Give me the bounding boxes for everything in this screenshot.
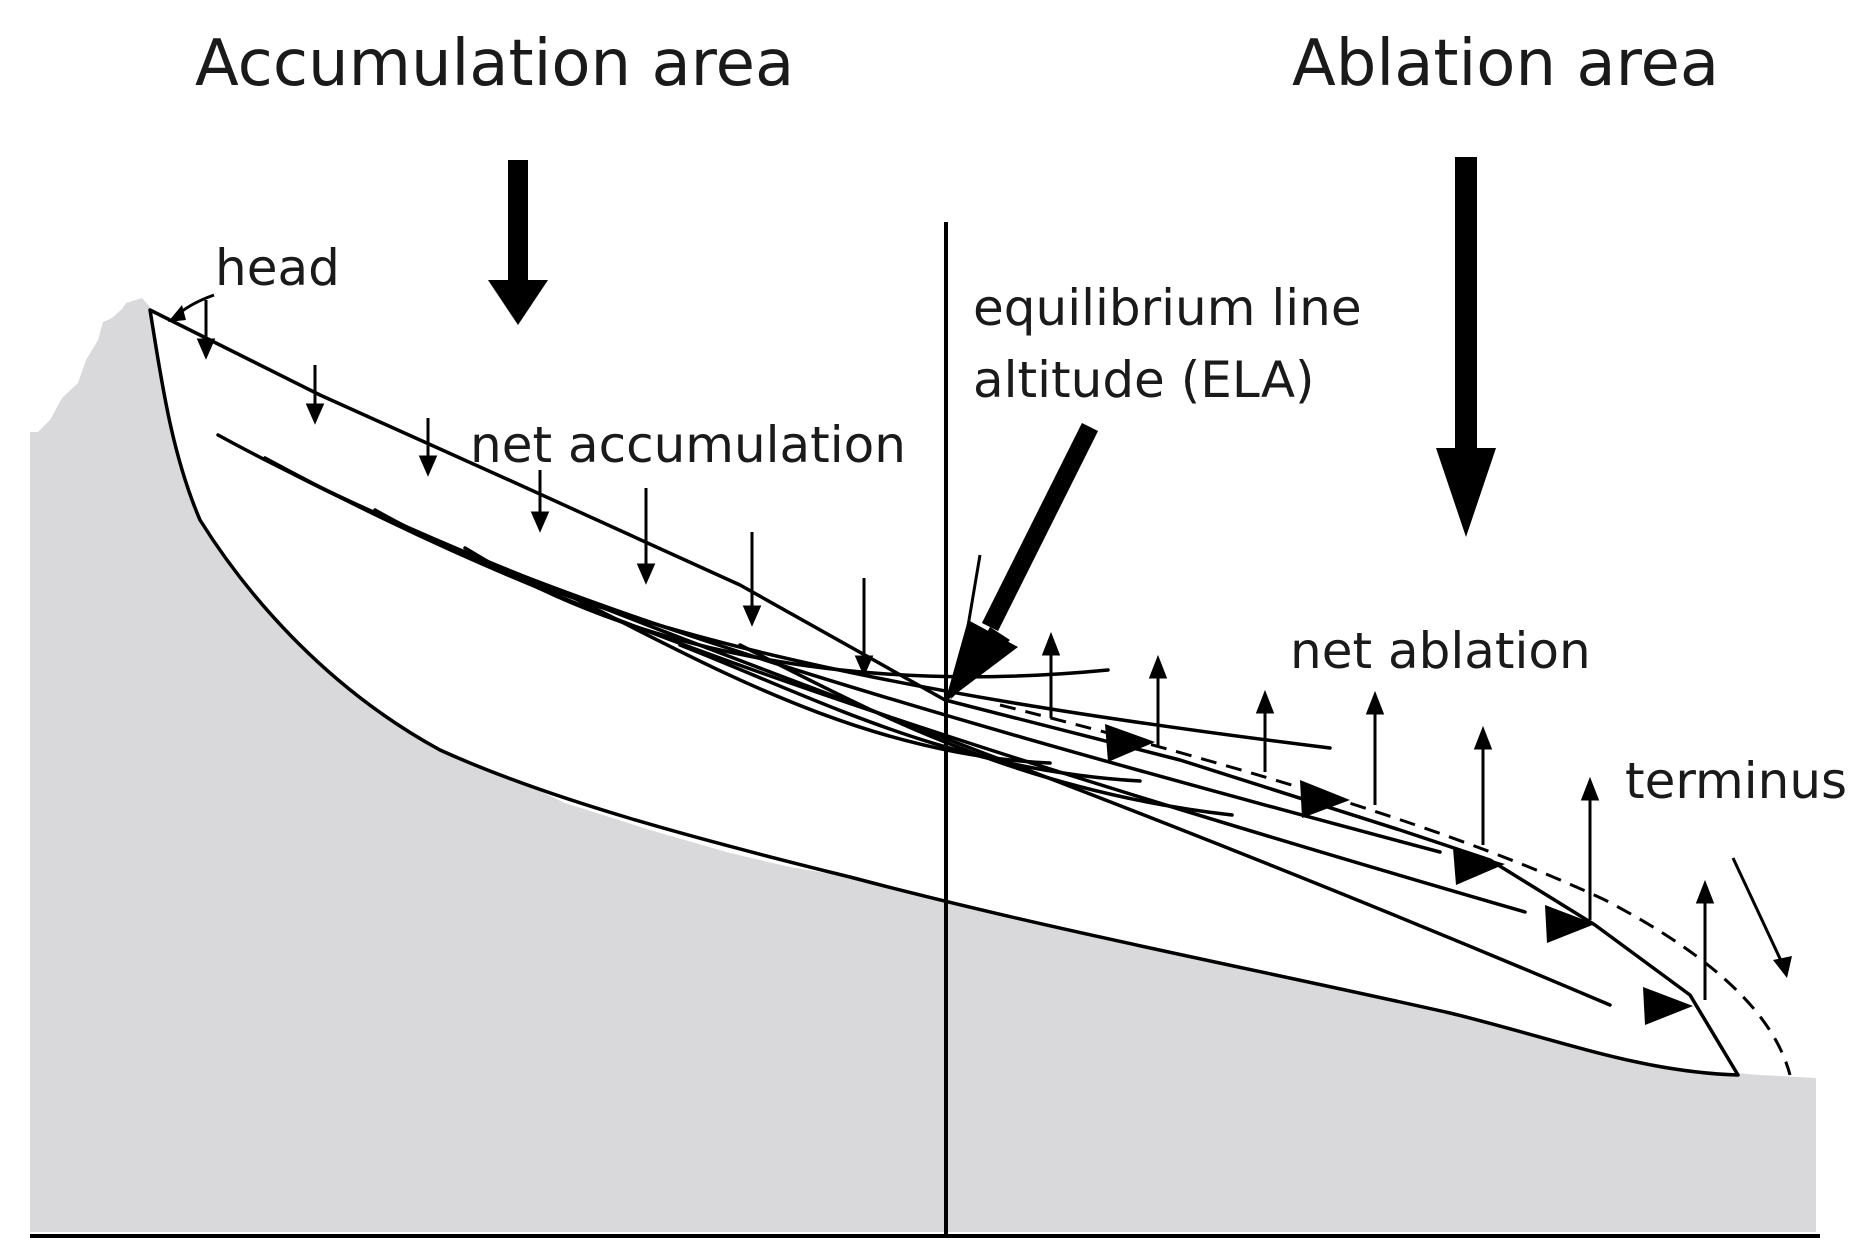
ablation-arrows [1041, 631, 1715, 1000]
flow-arrowhead [1105, 724, 1155, 762]
flow-arrowhead [1453, 848, 1505, 885]
net-accumulation-label: net accumulation [470, 416, 906, 474]
down-arrow-icon [854, 655, 874, 677]
ela-pointer-arrow [945, 422, 1099, 702]
glacier-ice [148, 308, 1740, 1077]
down-arrow-icon [305, 403, 325, 425]
terminus-label: terminus [1625, 752, 1847, 810]
down-arrow-icon [742, 605, 762, 627]
up-arrow-icon [1580, 776, 1600, 801]
accumulation-arrows [196, 300, 874, 677]
ablation-big-arrow [1436, 157, 1496, 537]
accumulation-big-arrow [488, 160, 548, 325]
up-arrow-icon [1695, 879, 1715, 904]
up-arrow-icon [1255, 689, 1275, 714]
flow-arrowheads [1105, 724, 1693, 1025]
accumulation-area-title: Accumulation area [195, 27, 794, 101]
head-pointer-arrow [168, 293, 215, 322]
flow-arrowhead [1300, 780, 1350, 818]
down-arrow-icon [418, 455, 438, 477]
up-arrow-icon [1473, 725, 1493, 750]
down-arrow-icon [636, 563, 656, 585]
net-ablation-label: net ablation [1290, 622, 1591, 680]
flow-line [463, 546, 1110, 679]
ela-label-line-2: altitude (ELA) [973, 351, 1315, 409]
down-arrow-icon [196, 338, 216, 360]
flow-arrowhead [1643, 987, 1693, 1025]
up-arrow-icon [1041, 631, 1061, 656]
ablation-area-title: Ablation area [1292, 27, 1719, 101]
terminus-pointer-arrow [1731, 857, 1792, 978]
up-arrow-icon [1148, 654, 1168, 679]
bedrock [30, 298, 1816, 1232]
former-ice-surface [999, 703, 1792, 1076]
ela-label-line-1: equilibrium line [973, 279, 1362, 337]
head-label: head [215, 239, 340, 297]
up-arrow-icon [1365, 690, 1385, 715]
flow-line [678, 643, 1142, 783]
down-arrow-icon [530, 511, 550, 533]
flow-arrowhead [1545, 905, 1595, 943]
